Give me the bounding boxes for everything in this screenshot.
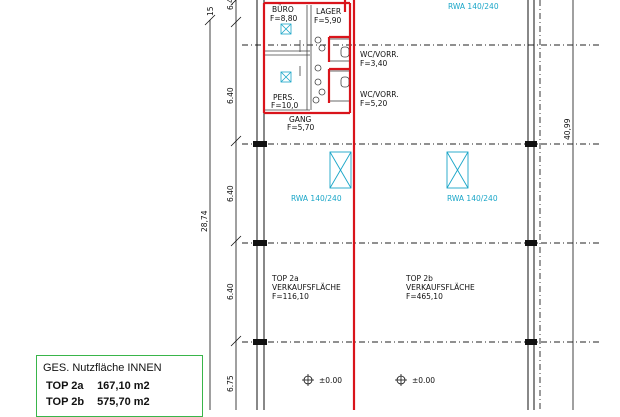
room-name-gang: GANG — [289, 115, 312, 124]
area-summary-title: GES. Nutzfläche INNEN — [43, 362, 162, 374]
room-name-wc2: WC/VORR. — [360, 90, 399, 99]
dim-seg3: 6.40 — [226, 283, 235, 300]
room-area-gang: F=5,70 — [287, 123, 315, 132]
room-name-top2a: TOP 2a — [271, 274, 299, 283]
area-summary-value: 167,10 m2 — [97, 380, 150, 392]
room-name-pers: PERS. — [273, 93, 295, 102]
rwa-vent-icon — [329, 151, 469, 189]
room-name-buero: BÜRO — [272, 5, 294, 14]
dim-seg2: 6.40 — [226, 185, 235, 202]
room-area-pers: F=10,0 — [271, 101, 299, 110]
room-area-wc1: F=3,40 — [360, 59, 388, 68]
rwa-label-mid-right: RWA 140/240 — [447, 194, 498, 203]
room-area-top2a: F=116,10 — [272, 292, 309, 301]
area-summary-row: TOP 2b 575,70 m2 — [46, 396, 150, 408]
vent-icon — [280, 23, 292, 83]
fire-walls — [262, 0, 356, 410]
dim-top-partial: 6.40 — [226, 0, 235, 10]
room-area-top2b: F=465,10 — [406, 292, 443, 301]
dimension-line-total — [204, 14, 216, 410]
dimension-line-left — [230, 0, 242, 410]
structural-grid — [242, 0, 600, 410]
dim-top-cut: 15 — [206, 6, 215, 16]
area-summary-label: TOP 2a — [46, 380, 84, 392]
dim-seg4: 6.75 — [226, 375, 235, 392]
dim-seg1: 6.40 — [226, 87, 235, 104]
room-use-top2b: VERKAUFSFLÄCHE — [406, 283, 475, 292]
room-area-wc2: F=5,20 — [360, 99, 388, 108]
area-summary-row: TOP 2a 167,10 m2 — [46, 380, 150, 392]
level-label-left: ±0.00 — [319, 376, 342, 385]
level-marker-icon — [302, 374, 407, 386]
rwa-label-top-right: RWA 140/240 — [448, 2, 499, 11]
walls — [256, 0, 535, 410]
area-summary-value: 575,70 m2 — [97, 396, 150, 408]
room-area-lager: F=5,90 — [314, 16, 342, 25]
dim-total: 28,74 — [200, 210, 209, 232]
dim-right-total: 40,99 — [563, 118, 572, 140]
area-summary-label: TOP 2b — [46, 396, 85, 408]
room-name-lager: LAGER — [316, 7, 341, 16]
room-area-buero: F=8,80 — [270, 14, 298, 23]
room-name-wc1: WC/VORR. — [360, 50, 399, 59]
level-label-right: ±0.00 — [412, 376, 435, 385]
room-use-top2a: VERKAUFSFLÄCHE — [272, 283, 341, 292]
area-summary-box: GES. Nutzfläche INNEN TOP 2a 167,10 m2 T… — [36, 355, 203, 417]
room-name-top2b: TOP 2b — [405, 274, 433, 283]
pillars — [253, 141, 537, 345]
rwa-label-mid-left: RWA 140/240 — [291, 194, 342, 203]
